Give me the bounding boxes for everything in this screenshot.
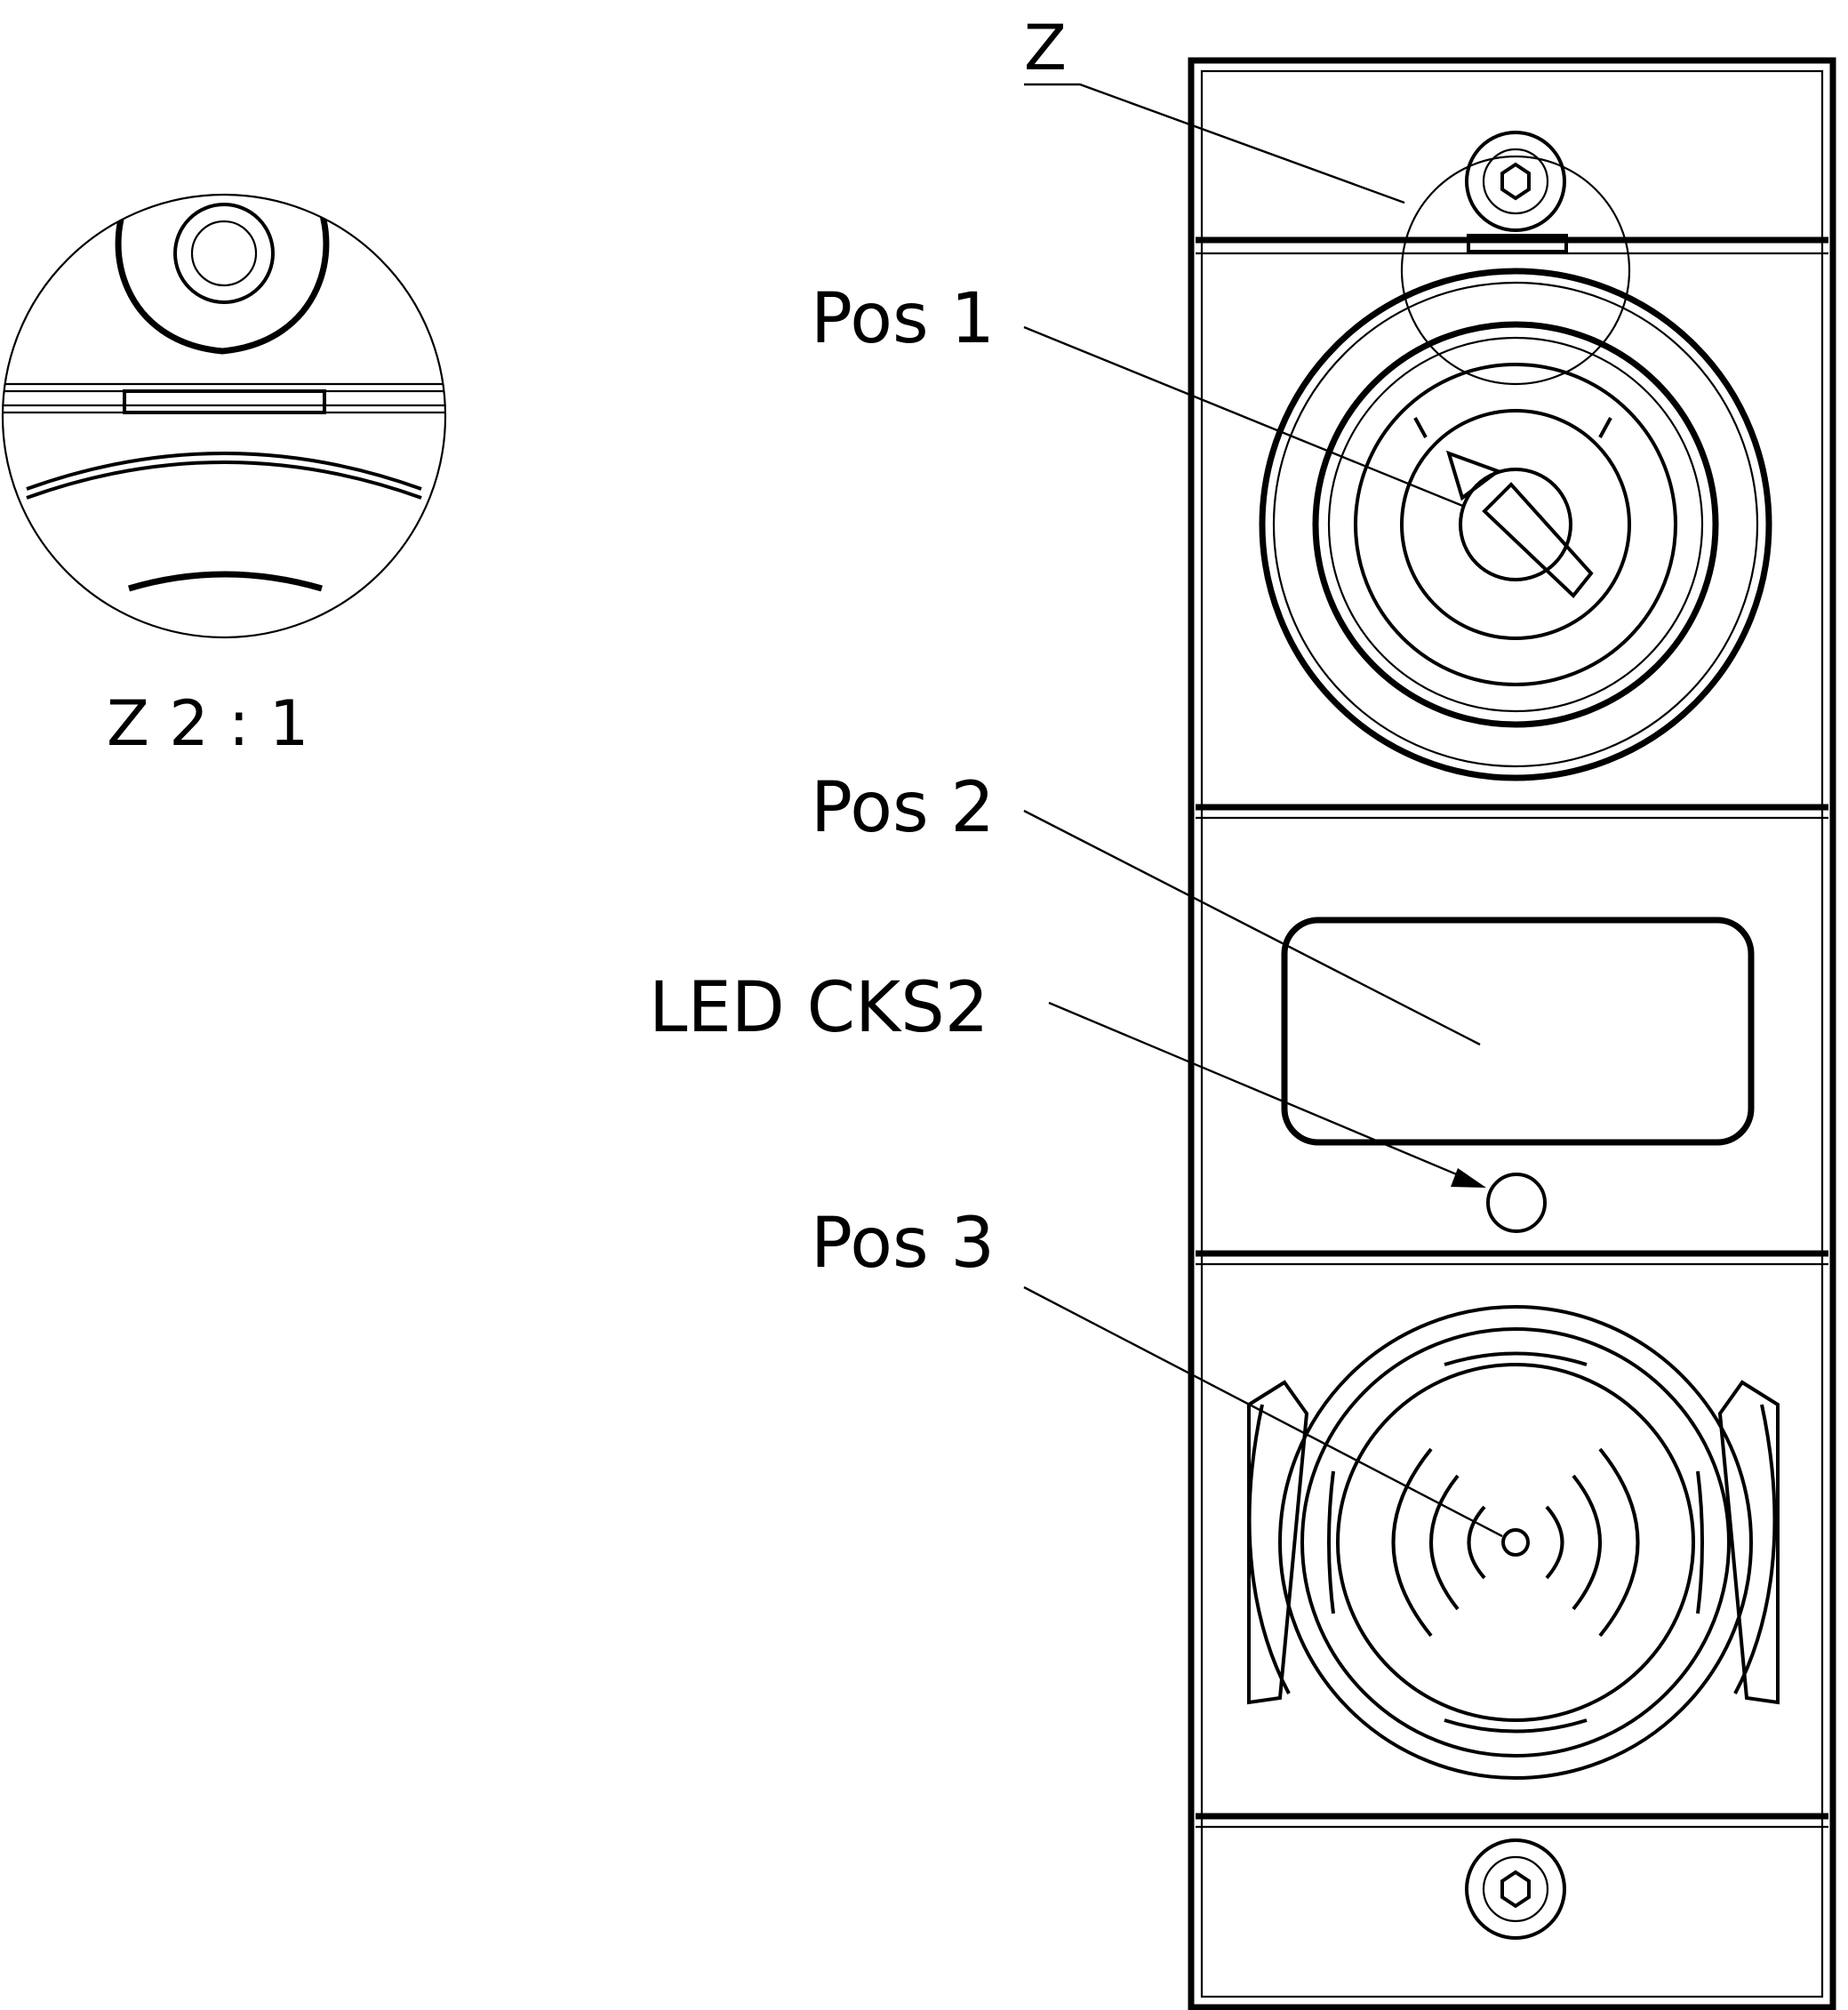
pos3-leader bbox=[1023, 1285, 1503, 1538]
pos3-label: Pos 3 bbox=[811, 1204, 995, 1284]
top-torx-icon bbox=[1500, 162, 1531, 201]
label-window bbox=[1281, 917, 1755, 1146]
key-switch bbox=[1259, 268, 1772, 781]
detail-scale-label: Z 2 : 1 bbox=[107, 687, 308, 760]
detail-torx-icon bbox=[190, 220, 258, 287]
pos1-label: Pos 1 bbox=[811, 279, 995, 359]
detail-marker-circle bbox=[1400, 155, 1631, 386]
detail-outline bbox=[1, 193, 447, 639]
detail-screw-boss bbox=[115, 195, 330, 355]
bottom-torx-icon bbox=[1500, 1870, 1531, 1909]
slot-right bbox=[1696, 1470, 1704, 1614]
slot-left bbox=[1327, 1470, 1335, 1614]
pos1-leader bbox=[1023, 325, 1466, 509]
rfid-reader bbox=[1247, 1305, 1780, 1780]
left-clip bbox=[1247, 1380, 1309, 1705]
key-slot bbox=[1482, 482, 1594, 598]
led-cks2 bbox=[1486, 1173, 1547, 1233]
wireless-waves-icon bbox=[1391, 1447, 1640, 1638]
device-body bbox=[1188, 57, 1836, 2010]
detail-screw-head bbox=[173, 203, 275, 304]
led-arrowhead bbox=[1451, 1168, 1486, 1188]
housing-outline bbox=[1188, 57, 1836, 2010]
detail-marker-label: Z bbox=[1024, 12, 1067, 84]
z-leader bbox=[1024, 83, 1405, 204]
bottom-screw bbox=[1465, 1838, 1566, 1940]
detail-ring-arc-1 bbox=[26, 452, 422, 491]
led-label: LED CKS2 bbox=[649, 968, 988, 1048]
slot-top bbox=[1444, 1351, 1588, 1366]
pos2-leader bbox=[1023, 809, 1481, 1046]
pos2-label: Pos 2 bbox=[811, 768, 995, 848]
detail-ring-arc-2 bbox=[127, 571, 323, 592]
detail-gap-rect bbox=[123, 389, 326, 414]
detail-view-z: Z 2 : 1 bbox=[1, 193, 447, 760]
top-screw bbox=[1465, 131, 1566, 232]
right-clip bbox=[1717, 1380, 1780, 1705]
led-leader bbox=[1048, 1001, 1476, 1184]
slot-bottom bbox=[1444, 1718, 1588, 1734]
arrow-marker-icon bbox=[1445, 450, 1502, 501]
callouts: Z Pos 1 Pos 2 LED CKS2 Pos 3 bbox=[649, 12, 1503, 1538]
